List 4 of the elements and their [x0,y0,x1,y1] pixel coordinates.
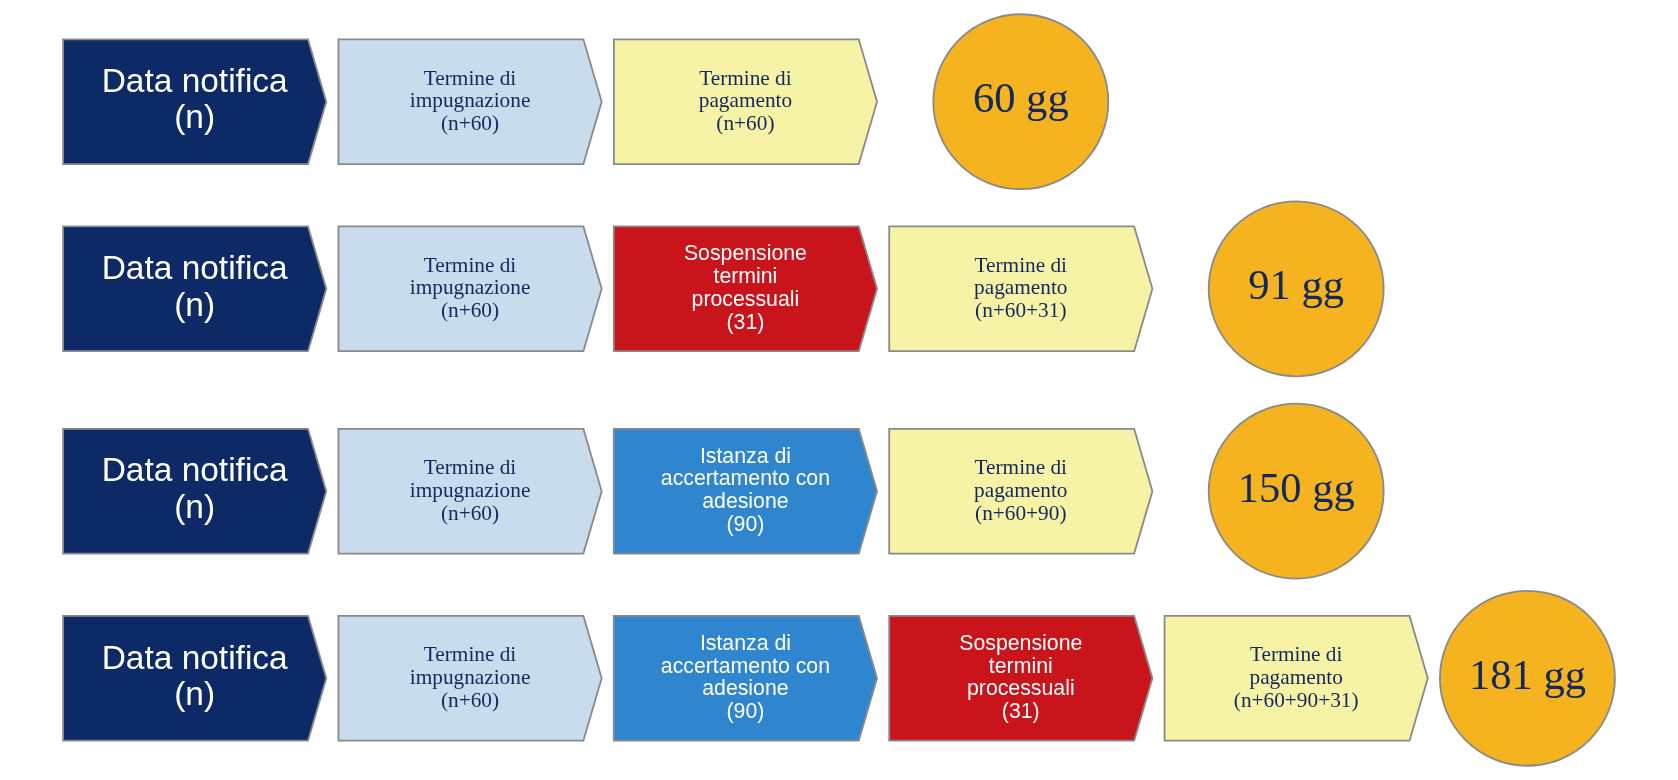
node-circle: 150 gg [1207,402,1385,580]
node-circle: 181 gg [1439,589,1616,767]
node-circle: 60 gg [932,13,1110,191]
node-circle: 91 gg [1207,200,1385,378]
